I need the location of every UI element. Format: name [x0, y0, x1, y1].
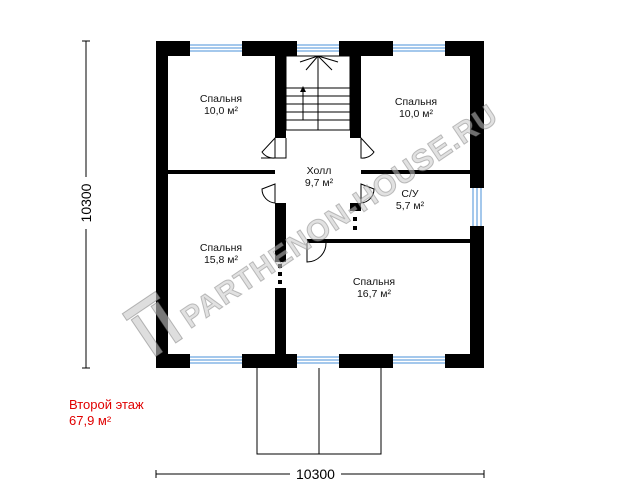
- window-top-center: [297, 41, 339, 56]
- room-name: Спальня: [394, 96, 438, 108]
- room-area: 15,8 м²: [203, 254, 239, 266]
- window-bottom-left: [190, 354, 242, 368]
- dimension-height-label: 10300: [78, 177, 94, 229]
- window-top-right: [393, 41, 445, 56]
- staircase: [285, 55, 351, 131]
- room-area: 10,0 м²: [203, 105, 239, 117]
- room-area: 16,7 м²: [356, 288, 392, 300]
- watermark-logo: [121, 290, 184, 358]
- balcony-outline: [256, 365, 382, 455]
- room-label-bedroom-3: Спальня 15,8 м²: [176, 242, 266, 266]
- room-label-bedroom-2: Спальня 10,0 м²: [370, 96, 462, 120]
- door-marks: [278, 217, 357, 284]
- room-name: Спальня: [199, 242, 243, 254]
- floor-caption: Второй этаж 67,9 м²: [69, 397, 144, 429]
- windows: [190, 41, 484, 368]
- window-bottom-center: [297, 354, 339, 368]
- room-label-hall: Холл 9,7 м²: [288, 165, 350, 189]
- room-area: 5,7 м²: [395, 200, 425, 212]
- room-label-bathroom: С/У 5,7 м²: [375, 188, 445, 212]
- door-swings: [261, 136, 375, 263]
- window-top-left: [190, 41, 242, 56]
- room-label-bedroom-4: Спальня 16,7 м²: [326, 276, 422, 300]
- window-right: [470, 188, 484, 226]
- floor-area: 67,9 м²: [69, 413, 112, 428]
- floor-name: Второй этаж: [69, 397, 144, 412]
- stair-arrow-icon: [300, 86, 306, 92]
- room-name: Спальня: [352, 276, 396, 288]
- room-area: 10,0 м²: [398, 108, 434, 120]
- room-name: С/У: [401, 188, 419, 200]
- room-area: 9,7 м²: [304, 177, 334, 189]
- room-name: Спальня: [199, 93, 243, 105]
- room-name: Холл: [306, 165, 332, 177]
- dimension-width-label: 10300: [290, 466, 341, 482]
- window-bottom-right: [393, 354, 445, 368]
- room-label-bedroom-1: Спальня 10,0 м²: [176, 93, 266, 117]
